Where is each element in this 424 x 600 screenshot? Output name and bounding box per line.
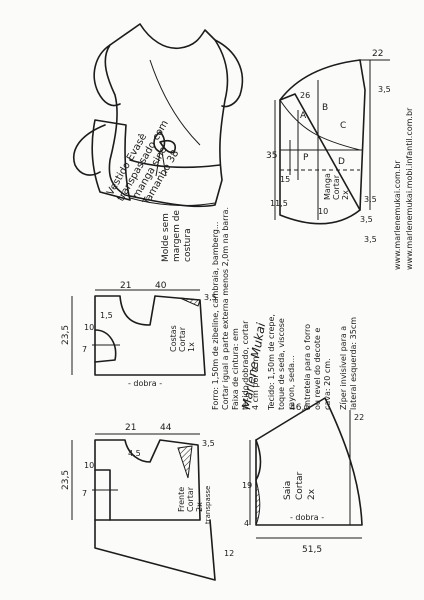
sleeve-measure-3-5-c: 3,5 [360,215,373,224]
sleeve-label-c: C [340,121,346,131]
sleeve-cut-2: Cortar [332,174,341,200]
skirt-measure-4: 4 [244,519,249,528]
sleeve-measure-11-5: 11,5 [270,199,288,208]
sleeve-cut-3: 2x [341,190,350,200]
front-hem-label: transpasse [204,486,212,524]
skirt-fold-label: - dobra - [290,513,324,522]
instr-13: lateral esquerda: 35cm [349,317,358,410]
mold-note-line-3: costura [183,228,193,262]
back-measure-40: 40 [155,281,167,291]
skirt-measure-19: 19 [242,481,252,490]
website-2: www.marlenemukai.mobi.infantil.com.br [405,107,414,270]
instr-2: Cortar igual a parte externa menos 2,0m … [221,207,230,410]
websites: www.marlenemukai.com.br www.marlenemukai… [393,107,414,270]
instr-8: rayon, seda... [287,355,296,410]
instr-1: Forro: 1,50m de zibeline, cambraia, bamb… [211,222,220,410]
instr-5: 4 cm por 2 m. [251,354,260,410]
back-cut-3: 1x [187,342,196,352]
sleeve-measure-26: 26 [300,91,310,100]
front-measure-10: 10 [84,461,94,470]
front-measure-44: 44 [160,423,172,433]
mold-note: Molde sem margem de costura [161,210,193,262]
skirt-cut-3: 2x [307,488,317,500]
back-fold-label: - dobra - [128,379,162,388]
back-cut-1: Costas [169,325,178,352]
front-measure-23-5: 23,5 [61,470,71,490]
instr-11: cava: 20 cm. [323,358,332,410]
skirt-measure-22: 22 [354,413,364,422]
front-measure-3-5: 3,5 [202,439,215,448]
front-measure-21: 21 [125,423,136,433]
back-measure-10: 10 [84,323,94,332]
instr-10: ou revel do decote e [313,328,322,410]
sleeve-cut-1: Manga [323,173,332,200]
instr-9: Entretela para o forro [303,324,312,410]
skirt-cut-2: Cortar [295,471,305,500]
front-measure-4-5: 4,5 [128,449,141,458]
sleeve-measure-3-5-d: 3,5 [364,235,377,244]
sleeve-measure-22: 22 [372,49,383,59]
sleeve-label-d: D [338,157,345,167]
sleeve-pattern: A B C P D Manga Cortar 2x 35 22 3,5 26 1… [266,49,391,244]
sleeve-measure-15: 15 [280,175,290,184]
instr-3: Faixa de cintura: em [231,328,240,410]
dress-sketch [73,23,244,208]
skirt-measure-46-5: 46,5 [290,403,310,413]
back-cut-2: Cortar [178,326,187,352]
front-cut-1: Frente [177,487,186,512]
website-1: www.marlenemukai.com.br [393,160,402,270]
mold-note-line-1: Molde sem [161,213,171,262]
sleeve-label-b: B [322,103,328,113]
back-measure-1-5: 1,5 [100,311,113,320]
sleeve-measure-35: 35 [266,151,277,161]
skirt-measure-51-5: 51,5 [302,545,322,555]
instructions: Forro: 1,50m de zibeline, cambraia, bamb… [211,207,358,411]
instr-6: Tecido: 1,50m de crepe, [267,314,276,411]
back-measure-21: 21 [120,281,131,291]
skirt-cut-1: Saia [283,481,293,500]
front-cut-2: Cortar [186,486,195,512]
back-measure-7: 7 [82,345,87,354]
front-pattern: 21 44 23,5 10 3,5 7 4,5 12 transpasse Fr… [61,423,234,581]
front-measure-12: 12 [224,549,234,558]
skirt-pattern: 46,5 22 19 4 51,5 Saia Cortar 2x - dobra… [242,397,364,555]
sleeve-label-p: P [303,153,309,163]
back-measure-23-5: 23,5 [61,325,71,345]
instr-12: Zíper invisível para a [339,326,348,410]
instr-7: toque de seda, viscose [277,318,286,410]
sleeve-label-a: A [300,111,307,121]
back-pattern: 21 40 23,5 10 3,5 7 1,5 Costas Cortar 1x… [61,281,217,388]
sleeve-measure-3-5-a: 3,5 [378,85,391,94]
sleeve-measure-3-5-b: 3,5 [364,195,377,204]
mold-note-line-2: margem de [172,210,182,262]
back-measure-3-5: 3,5 [204,293,217,302]
front-cut-3: 2x [195,502,204,512]
instr-4: tecido dobrado, cortar [241,320,250,410]
front-measure-7: 7 [82,489,87,498]
sleeve-measure-10: 10 [318,207,328,216]
